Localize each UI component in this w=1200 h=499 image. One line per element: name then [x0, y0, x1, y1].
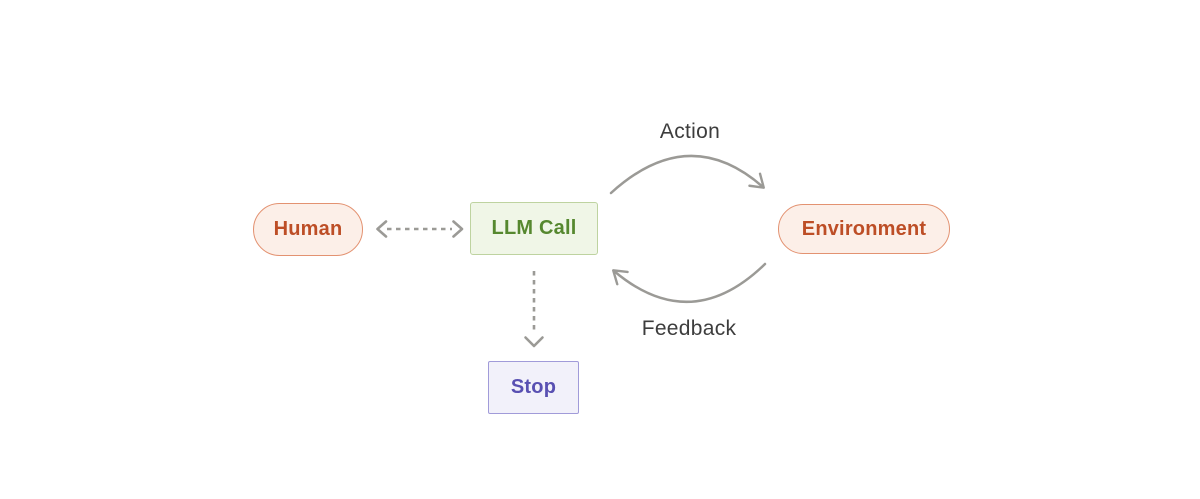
arrowhead-down-icon: [524, 336, 544, 348]
llm-call-node: LLM Call: [470, 202, 598, 255]
environment-node-label: Environment: [801, 217, 927, 240]
stop-node-label: Stop: [510, 376, 557, 398]
human-node: Human: [253, 203, 363, 256]
llm-stop-dashed-arrow: [524, 271, 544, 348]
feedback-edge-label: Feedback: [641, 317, 737, 340]
stop-node: Stop: [488, 361, 579, 414]
arrowhead-right-icon: [452, 220, 464, 238]
action-arrow: [609, 154, 765, 195]
arrowhead-left-icon: [376, 220, 388, 238]
human-llm-dashed-arrow: [376, 220, 464, 238]
environment-node: Environment: [778, 204, 950, 254]
llm-call-node-label: LLM Call: [491, 217, 577, 239]
feedback-arrow: [612, 262, 767, 303]
action-edge-label: Action: [659, 120, 721, 143]
human-node-label: Human: [273, 218, 343, 240]
